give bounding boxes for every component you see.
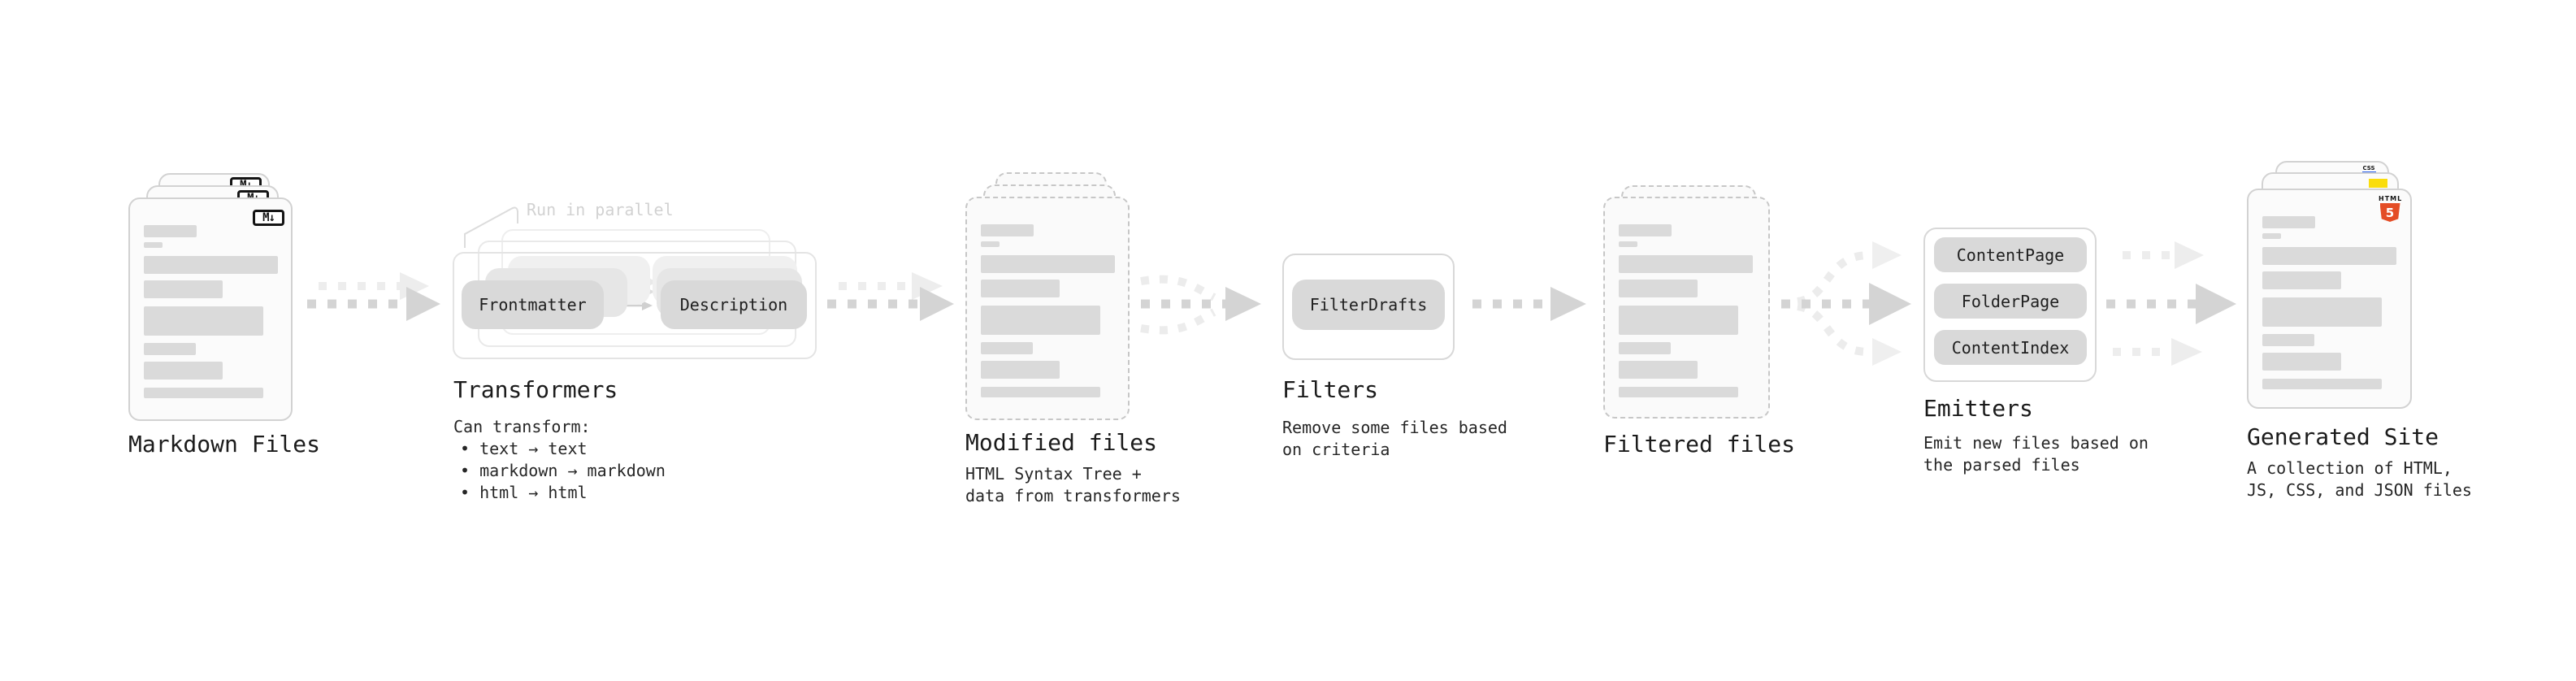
- generated-site-label: Generated Site: [2247, 423, 2439, 450]
- filters-label: Filters: [1282, 376, 1379, 403]
- modified-files-description: HTML Syntax Tree + data from transformer…: [965, 464, 1181, 505]
- javascript-icon: [2369, 179, 2387, 188]
- arrow-transformers-to-modified: [827, 272, 954, 321]
- arrow-emitters-to-generated: [2106, 241, 2236, 366]
- folderpage-emitter-box: FolderPage: [1934, 284, 2087, 319]
- placeholder-text-bars: [2262, 216, 2396, 389]
- transformers-desc-title: Can transform:: [453, 417, 591, 436]
- filtered-file-card-front: [1603, 197, 1770, 419]
- description-transformer-box: Description: [661, 280, 807, 329]
- emitters-description: Emit new files based on the parsed files: [1923, 433, 2149, 475]
- run-in-parallel-annotation: Run in parallel: [527, 200, 674, 219]
- generated-site-description: A collection of HTML, JS, CSS, and JSON …: [2247, 458, 2472, 500]
- placeholder-text-bars: [144, 225, 278, 398]
- transformers-bullet-text: • text → text: [460, 439, 588, 458]
- modified-file-card-front: [965, 197, 1130, 420]
- filtered-files-label: Filtered files: [1603, 431, 1796, 458]
- arrow-modified-to-filters: [1140, 275, 1261, 335]
- markdown-file-card-front: M↓: [128, 197, 293, 421]
- transformers-bullet-markdown: • markdown → markdown: [460, 461, 666, 480]
- contentpage-emitter-box: ContentPage: [1934, 237, 2087, 272]
- placeholder-text-bars: [1619, 224, 1753, 397]
- emitters-label: Emitters: [1923, 395, 2033, 422]
- frontmatter-transformer-box: Frontmatter: [462, 280, 604, 329]
- placeholder-text-bars: [981, 224, 1115, 397]
- arrow-filters-to-filtered: [1472, 287, 1586, 321]
- transformers-label: Transformers: [453, 376, 618, 403]
- markdown-icon: M↓: [253, 210, 284, 226]
- contentindex-emitter-box: ContentIndex: [1934, 330, 2087, 365]
- html5-icon: HTML 5: [2379, 195, 2401, 222]
- modified-files-label: Modified files: [965, 429, 1158, 456]
- transformer-frame-front: [453, 252, 817, 359]
- arrow-filtered-to-emitters: [1781, 241, 1911, 366]
- arrow-markdown-to-transformers: [307, 272, 440, 321]
- transformers-bullet-html: • html → html: [460, 483, 588, 502]
- markdown-files-label: Markdown Files: [128, 431, 321, 458]
- filterdrafts-box: FilterDrafts: [1292, 280, 1445, 330]
- generated-html-file-card: HTML 5: [2247, 189, 2412, 409]
- filters-description: Remove some files based on criteria: [1282, 418, 1507, 459]
